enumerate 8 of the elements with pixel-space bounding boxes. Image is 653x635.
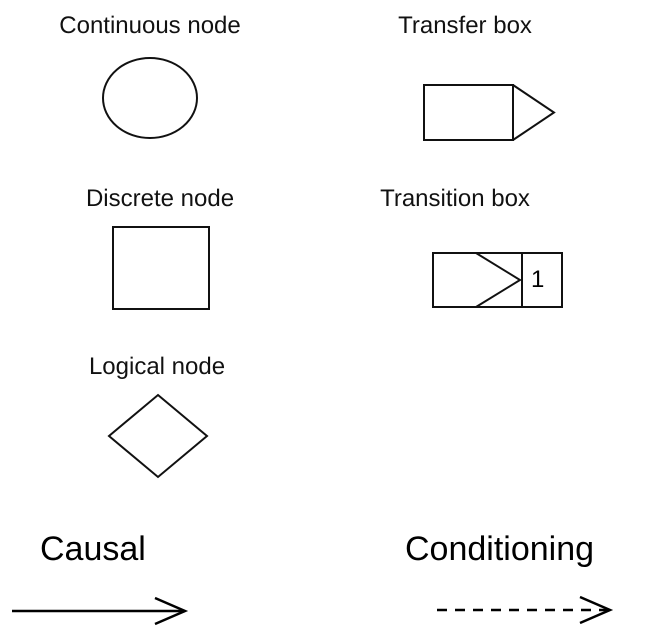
box-number: 1 [531, 266, 544, 294]
symbol-caption: Transition box [380, 185, 530, 213]
symbol-caption: Discrete node [86, 185, 234, 213]
legend-label: Conditioning [405, 530, 594, 569]
symbol-caption: Continuous node [59, 12, 241, 40]
symbol-caption: Transfer box [398, 12, 532, 40]
legend-label: Causal [40, 530, 146, 569]
symbol-caption: Logical node [88, 353, 226, 381]
